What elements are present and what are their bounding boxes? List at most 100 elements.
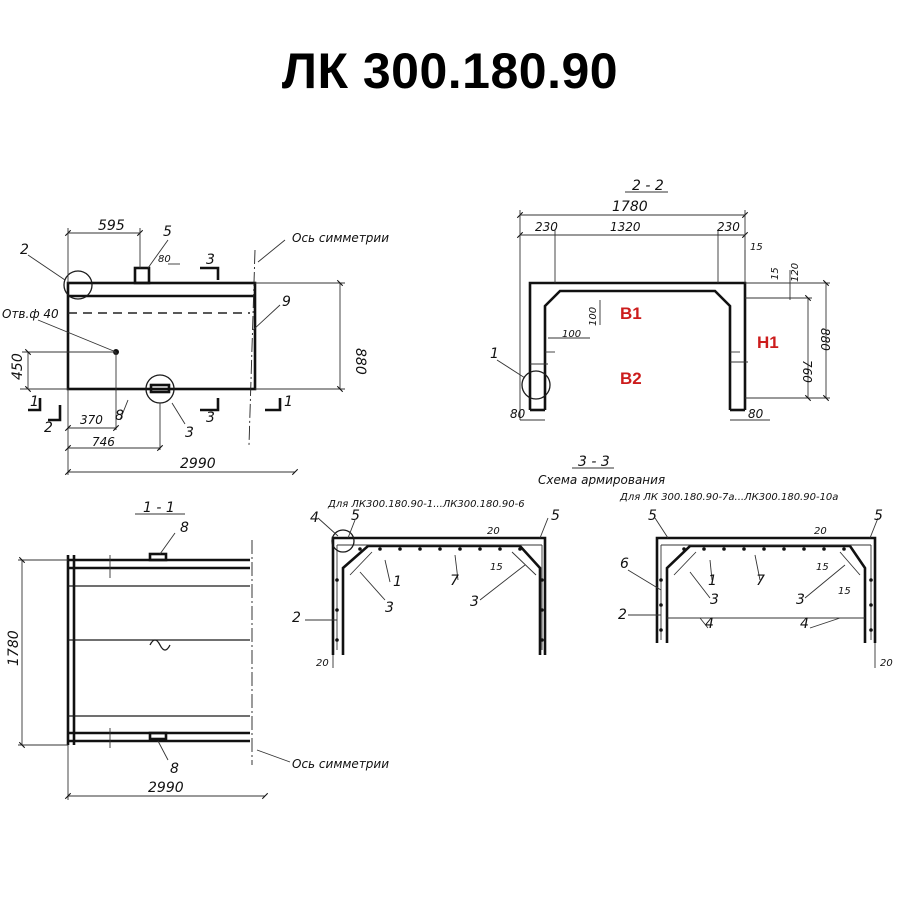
scheme-left-inner <box>341 544 542 655</box>
section-3-3: 3 - 3 Схема армирования Для ЛК300.180.90… <box>292 454 893 669</box>
rebar-dots <box>335 547 544 642</box>
reinforcement-scheme-left: Для ЛК300.180.90-1...ЛК300.180.90-6 <box>292 499 560 669</box>
rebar-dots <box>659 547 873 632</box>
leader-5 <box>539 517 549 539</box>
pos-5: 5 <box>163 224 172 240</box>
pos-7: 7 <box>756 573 765 589</box>
pos-4a: 4 <box>705 616 714 632</box>
mark-b1: B1 <box>620 304 642 323</box>
scheme-right-outer <box>655 536 877 643</box>
leader-4 <box>317 517 339 537</box>
leader-5 <box>654 517 669 539</box>
leader-3 <box>171 402 186 425</box>
dim-230-left: 230 <box>535 220 558 234</box>
pos-8-bottom: 8 <box>170 761 179 777</box>
section-2-2: 2 - 2 1780 230 1320 230 15 <box>490 178 832 421</box>
insert-top <box>148 552 168 562</box>
pos-5a: 5 <box>351 508 360 524</box>
detail-circle-2 <box>63 270 93 300</box>
pos-2: 2 <box>20 242 29 258</box>
dim-230-right: 230 <box>717 220 740 234</box>
section-1-1: 1 - 1 8 8 1780 2990 Ось симметрии <box>6 500 389 800</box>
detail-circle-4 <box>331 529 355 553</box>
leader-4 <box>809 617 841 629</box>
dim-1320: 1320 <box>610 220 641 234</box>
caption-left: Для ЛК300.180.90-1...ЛК300.180.90-6 <box>327 499 525 510</box>
leader-5 <box>869 517 879 539</box>
pos-1: 1 <box>393 574 402 590</box>
section-22-outer <box>528 281 747 410</box>
rebar-diag <box>511 551 537 576</box>
hole-label: Отв.ф 40 <box>2 307 59 321</box>
leader-3 <box>804 564 846 599</box>
dim-80: 80 <box>158 254 171 265</box>
cut-mark-1-right <box>265 398 282 412</box>
section-22-label: 2 - 2 <box>632 178 664 194</box>
dim-20-bottom: 20 <box>880 658 893 669</box>
cut-1-right: 1 <box>284 394 293 410</box>
leader-5 <box>147 239 169 269</box>
hole-leader <box>37 319 117 353</box>
leader-9 <box>252 304 281 331</box>
leader-1 <box>709 559 713 581</box>
pos-4b: 4 <box>800 616 809 632</box>
section-33-subtitle: Схема армирования <box>538 473 665 487</box>
leader-7 <box>454 554 459 581</box>
dim-880: 880 <box>818 328 832 351</box>
leader-2 <box>27 254 66 281</box>
dim-450: 450 <box>10 353 26 380</box>
pos-6: 6 <box>620 556 629 572</box>
dim-15-top: 15 <box>750 242 763 253</box>
cut-3-bottom: 3 <box>206 410 215 426</box>
facade-outline <box>66 281 257 391</box>
leader-7 <box>754 554 761 581</box>
section-11-label: 1 - 1 <box>143 500 175 516</box>
pos-2: 2 <box>292 610 301 626</box>
leader-5 <box>347 519 356 539</box>
dim-15: 15 <box>490 562 503 573</box>
mark-h1: H1 <box>757 333 779 352</box>
leader-8 <box>119 399 129 421</box>
leader-8 <box>157 740 169 761</box>
rebar-diag <box>673 551 697 576</box>
scheme-right-inner <box>665 544 867 643</box>
detail-circle-1 <box>521 370 551 400</box>
pos-1: 1 <box>490 346 499 362</box>
leader-3 <box>689 571 711 599</box>
dim-15-side: 15 <box>838 586 851 597</box>
lifting-loop <box>133 266 151 285</box>
dim-1780: 1780 <box>612 199 648 215</box>
page-title: ЛК 300.180.90 <box>281 43 619 99</box>
pos-3b: 3 <box>470 594 479 610</box>
leader-axis <box>256 749 291 763</box>
pos-5b: 5 <box>874 508 883 524</box>
dim-80-right: 80 <box>748 407 764 421</box>
dim-20-top: 20 <box>487 526 500 537</box>
dim-100-a: 100 <box>588 307 599 326</box>
cut-mark-3-top <box>200 266 220 280</box>
pos-4: 4 <box>310 510 319 526</box>
leader-3 <box>359 571 386 601</box>
cut-3-top: 3 <box>206 252 215 268</box>
cut-mark-3-bottom <box>200 398 220 412</box>
mark-b2: B2 <box>620 369 642 388</box>
dim-2990: 2990 <box>148 780 184 796</box>
leader-4 <box>699 617 709 629</box>
section-33-label: 3 - 3 <box>578 454 610 470</box>
pos-1: 1 <box>708 573 717 589</box>
insert-bottom <box>148 731 168 741</box>
axis-label: Ось симметрии <box>292 757 389 771</box>
pos-8: 8 <box>115 408 124 424</box>
pos-2: 2 <box>618 607 627 623</box>
pos-3a: 3 <box>385 600 394 616</box>
dim-595: 595 <box>98 218 125 234</box>
leader-1 <box>496 359 526 379</box>
rebar-diag <box>349 551 373 576</box>
rebar-diag <box>839 551 861 576</box>
dim-15-top: 15 <box>816 562 829 573</box>
leader-1 <box>384 559 391 583</box>
dim-370: 370 <box>80 413 103 427</box>
leader-8 <box>159 532 176 555</box>
dim-100-b: 100 <box>562 329 581 340</box>
section-22-inner <box>543 289 732 410</box>
